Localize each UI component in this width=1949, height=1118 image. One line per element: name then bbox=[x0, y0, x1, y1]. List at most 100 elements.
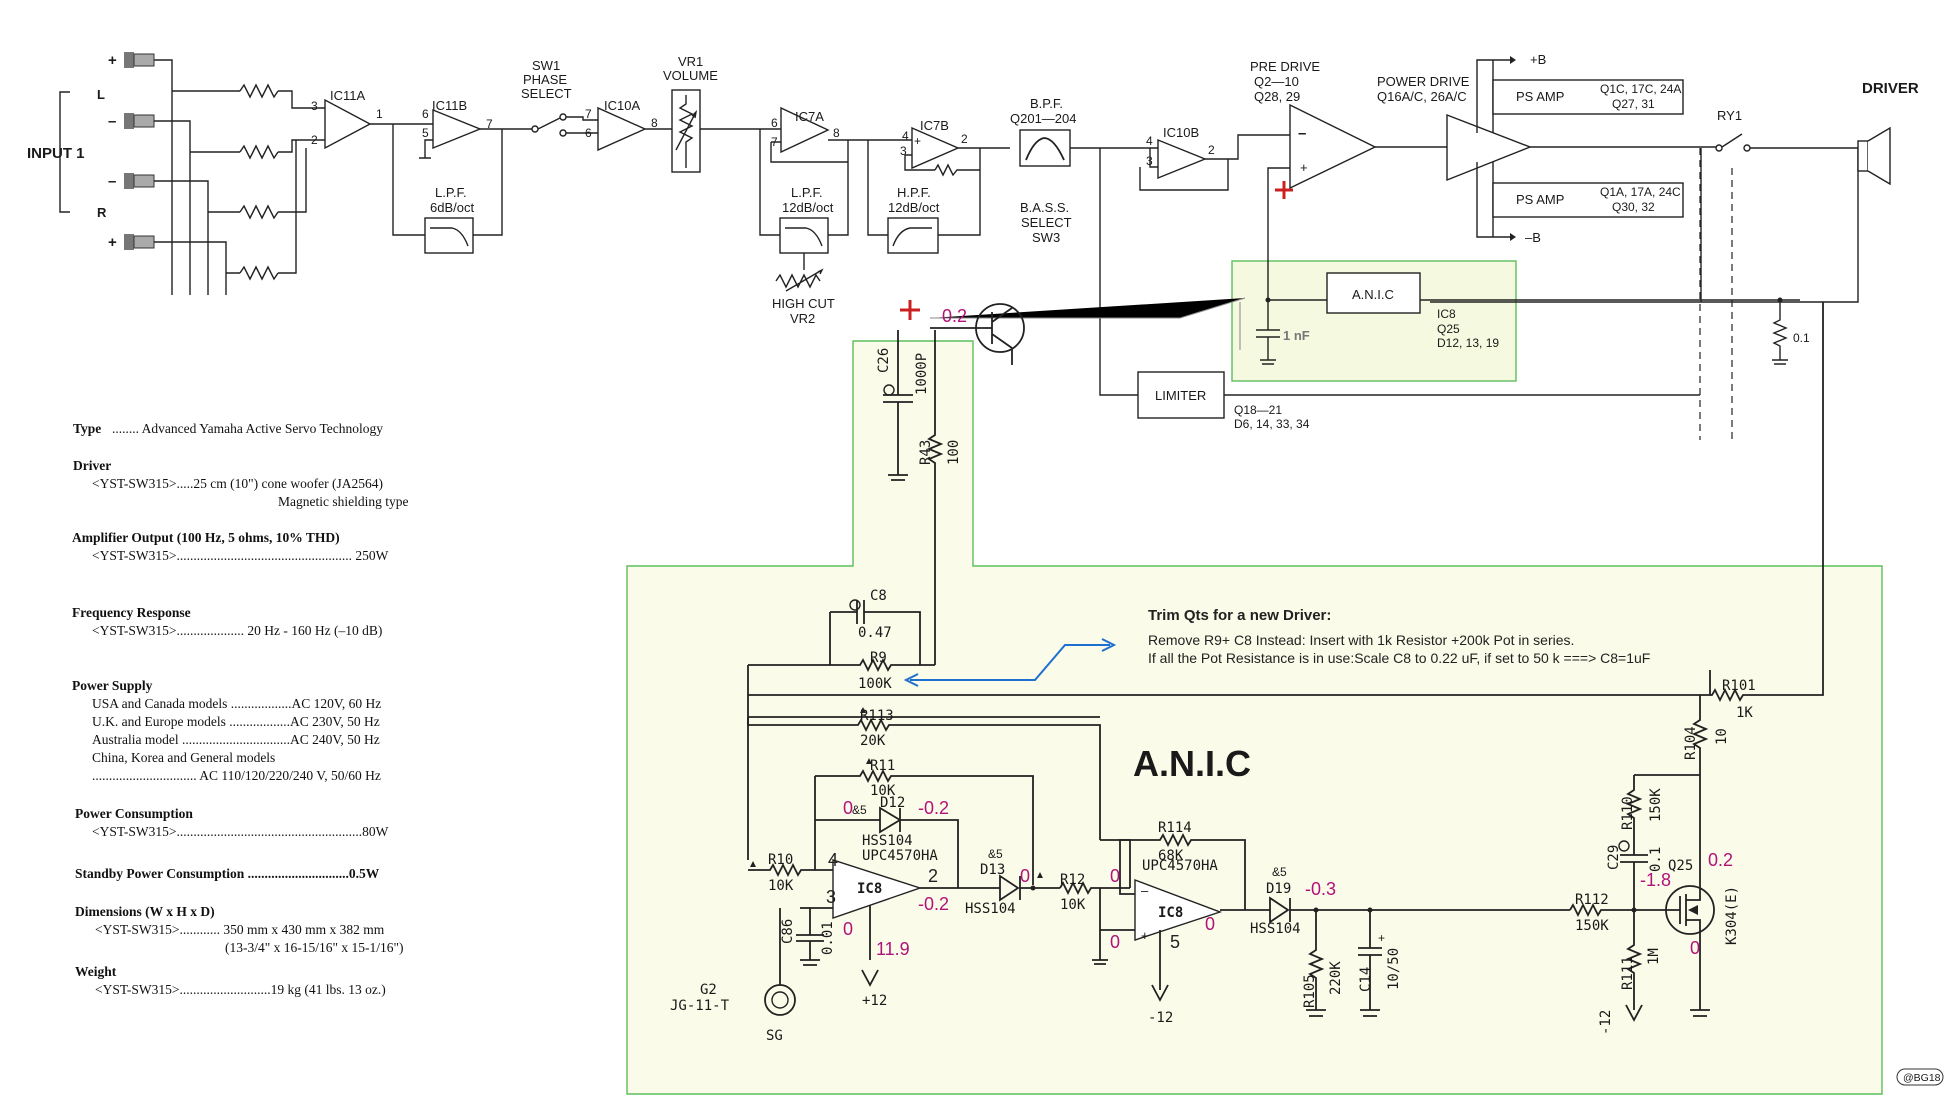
high-cut-label: HIGH CUT bbox=[772, 296, 835, 311]
voltage-reading: 0.2 bbox=[942, 306, 967, 326]
pin-sign: – bbox=[1298, 125, 1306, 142]
r11-value: 10K bbox=[870, 783, 896, 799]
spec-freq-line: <YST-SW315>.................... 20 Hz - … bbox=[92, 623, 382, 638]
vr1-volume[interactable]: VR1 VOLUME bbox=[663, 54, 760, 173]
polarity-marker-icon bbox=[900, 300, 920, 320]
spec-dim-line2: (13-3/4" x 16-15/16" x 15-1/16") bbox=[225, 940, 404, 955]
c14-value: 10/50 bbox=[1386, 948, 1402, 990]
input-label: INPUT 1 bbox=[27, 145, 85, 162]
c8-value: 0.47 bbox=[858, 625, 892, 641]
anic-ic8: IC8 bbox=[1437, 307, 1456, 321]
c14-label: C14 bbox=[1358, 967, 1374, 992]
anic-title: A.N.I.C bbox=[1133, 743, 1251, 784]
ic11b-label: IC11B bbox=[432, 98, 467, 113]
ic7a-opamp: IC7A 6 7 8 L.P.F. 12dB/oct HIGH CUT VR2 bbox=[759, 106, 868, 326]
r113-label: R113 bbox=[860, 708, 894, 724]
r105-value: 220K bbox=[1328, 961, 1344, 995]
pre-drive-label: PRE DRIVE bbox=[1250, 59, 1320, 74]
pin-label: 4 bbox=[1146, 134, 1153, 148]
spec-ps-line5: ............................... AC 110/1… bbox=[92, 768, 381, 783]
spec-driver-line1: <YST-SW315>.....25 cm (10") cone woofer … bbox=[92, 476, 383, 491]
r114-label: R114 bbox=[1158, 820, 1192, 836]
anic-diodes: D12, 13, 19 bbox=[1437, 336, 1499, 350]
ic10a-opamp: IC10A 7 6 8 bbox=[585, 98, 672, 152]
power-drive-q: Q16A/C, 26A/C bbox=[1377, 89, 1467, 104]
lpf2-label: L.P.F. bbox=[791, 185, 823, 200]
r9-value: 100K bbox=[858, 676, 892, 692]
minus12-label-right: -12 bbox=[1598, 1010, 1614, 1035]
pin-sign: + bbox=[914, 134, 921, 148]
anic-note-line2: If all the Pot Resistance is in use:Scal… bbox=[1148, 650, 1650, 666]
pin-label: 4 bbox=[828, 850, 838, 870]
r111-label: R111 bbox=[1620, 956, 1636, 990]
spec-ps-line4: China, Korea and General models bbox=[92, 750, 275, 765]
ps-amp-lower-q: Q1A, 17A, 24C bbox=[1600, 185, 1681, 199]
ic10b-opamp: IC10B 4 3 2 bbox=[1139, 125, 1290, 191]
sw1-phase-switch[interactable]: SW1 PHASE SELECT bbox=[521, 58, 598, 137]
r10-value: 10K bbox=[768, 878, 794, 894]
bpf-q: Q201—204 bbox=[1010, 111, 1077, 126]
pin-label: 2 bbox=[928, 866, 938, 886]
signature-badge: @BG18 bbox=[1896, 1068, 1944, 1086]
pre-drive-q2: Q28, 29 bbox=[1254, 89, 1300, 104]
c29-value: 0.1 bbox=[1648, 847, 1664, 872]
ic11b-opamp: IC11B 6 5 7 bbox=[419, 98, 532, 236]
pin-label: 1 bbox=[376, 107, 383, 121]
bass-label: B.A.S.S. bbox=[1020, 200, 1069, 215]
sw1-phase: PHASE bbox=[523, 72, 567, 87]
pre-drive-amp: PRE DRIVE Q2—10 Q28, 29 – + bbox=[1250, 59, 1447, 300]
spec-pc-head: Power Consumption bbox=[75, 806, 193, 821]
spec-standby: Standby Power Consumption ..............… bbox=[75, 866, 380, 881]
pin-label: 8 bbox=[651, 116, 658, 130]
r11-label: R11 bbox=[870, 758, 895, 774]
terminal-sign: + bbox=[108, 234, 117, 251]
pin-label: 7 bbox=[486, 117, 493, 131]
pre-drive-q1: Q2—10 bbox=[1254, 74, 1299, 89]
d19-part: HSS104 bbox=[1250, 921, 1301, 937]
pin-label: 7 bbox=[585, 107, 592, 121]
input-terminal-icon bbox=[124, 113, 155, 129]
r12-value: 10K bbox=[1060, 897, 1086, 913]
spec-ps-head: Power Supply bbox=[72, 678, 153, 693]
q25-part: K304(E) bbox=[1724, 886, 1740, 945]
voltage-reading: 0 bbox=[1690, 938, 1700, 958]
voltage-reading: 11.9 bbox=[876, 939, 910, 959]
r10-label: R10 bbox=[768, 852, 793, 868]
voltage-reading: -1.8 bbox=[1640, 870, 1671, 890]
bass-select: SELECT bbox=[1021, 215, 1072, 230]
voltage-reading: 0 bbox=[1110, 866, 1120, 886]
r101-value: 1K bbox=[1736, 705, 1753, 721]
ps-amp-lower-q2: Q30, 32 bbox=[1612, 200, 1655, 214]
pin-sign: + bbox=[1141, 928, 1149, 943]
pin-label: 2 bbox=[311, 133, 318, 147]
pin-sign: + bbox=[1300, 160, 1308, 175]
voltage-reading: 0 bbox=[1205, 914, 1215, 934]
c8-label: C8 bbox=[870, 588, 887, 604]
q25-label: Q25 bbox=[1668, 858, 1693, 874]
d13-part: HSS104 bbox=[965, 901, 1016, 917]
input-terminal-icon bbox=[124, 234, 155, 250]
lpf1-slope: 6dB/oct bbox=[430, 200, 474, 215]
d12-part: HSS104 bbox=[862, 833, 913, 849]
sw1-select: SELECT bbox=[521, 86, 572, 101]
pin-label: 6 bbox=[771, 116, 778, 130]
ic11a-label: IC11A bbox=[330, 88, 365, 103]
r43-value: 100 bbox=[946, 440, 962, 465]
plus12-label: +12 bbox=[862, 993, 887, 1009]
r105-label: R105 bbox=[1302, 974, 1318, 1008]
ps-amp-upper-label: PS AMP bbox=[1516, 89, 1564, 104]
d19-label: D19 bbox=[1266, 881, 1291, 897]
ic11a-opamp: IC11A 3 2 1 bbox=[311, 88, 433, 236]
limiter-q: Q18—21 bbox=[1234, 403, 1282, 417]
specs-panel: Type ........ Advanced Yamaha Active Ser… bbox=[72, 421, 408, 997]
spec-driver-head: Driver bbox=[73, 458, 111, 473]
r114-value: 68K bbox=[1158, 848, 1184, 864]
anic-block-label: A.N.I.C bbox=[1352, 287, 1394, 302]
terminal-sign: + bbox=[108, 52, 117, 69]
ic10a-label: IC10A bbox=[604, 98, 640, 113]
sw3-label: SW3 bbox=[1032, 230, 1060, 245]
voltage-reading: 0 bbox=[843, 798, 853, 818]
hpf-block bbox=[887, 217, 939, 254]
